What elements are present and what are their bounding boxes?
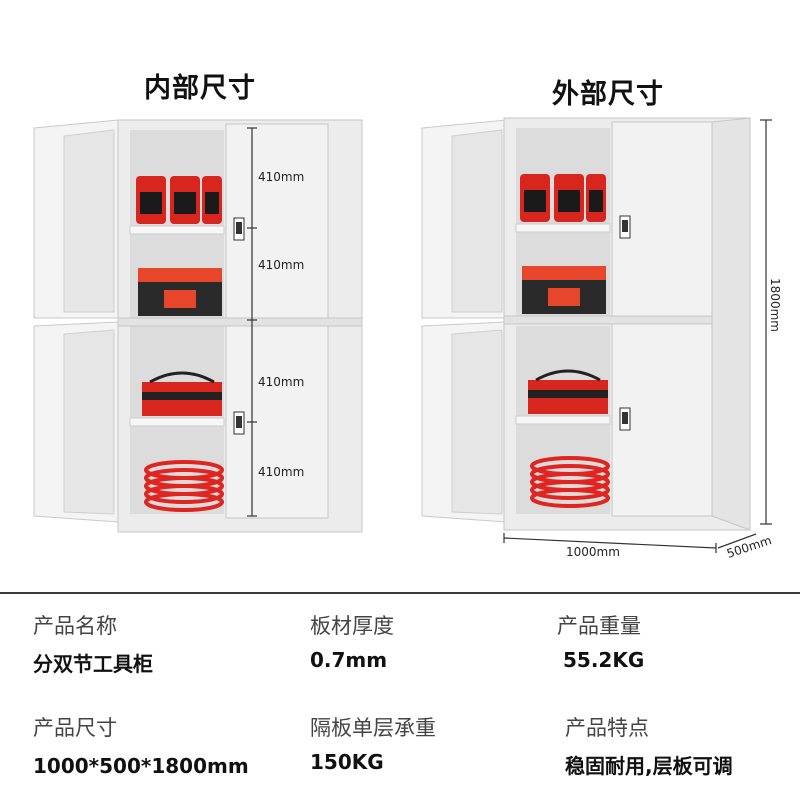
spec-value-thickness: 0.7mm (310, 648, 388, 672)
inner-size-title: 内部尺寸 (144, 73, 256, 104)
spec-value-size: 1000*500*1800mm (33, 754, 249, 778)
spec-value-features: 稳固耐用,层板可调 (565, 754, 733, 778)
inner-dim-bottom-lower: 410mm (258, 465, 305, 479)
inner-cabinet-illustration (33, 117, 772, 553)
inner-dim-bottom-upper: 410mm (258, 375, 305, 389)
left-tool-bag (142, 371, 222, 416)
inner-dim-top-upper: 410mm (258, 170, 305, 184)
spec-label-shelf-load: 隔板单层承重 (310, 716, 436, 740)
spec-label-weight: 产品重量 (557, 614, 641, 638)
right-oil-bottles (520, 174, 606, 222)
left-toolbox (138, 268, 222, 316)
right-air-hose (530, 456, 610, 508)
right-cabinet-open-doors (421, 119, 507, 523)
spec-label-features: 产品特点 (565, 716, 649, 740)
section-divider (0, 592, 800, 594)
spec-label-size: 产品尺寸 (33, 716, 117, 740)
outer-dim-width: 1000mm (566, 545, 620, 559)
spec-value-name: 分双节工具柜 (33, 652, 153, 676)
inner-dimension-lines (247, 127, 257, 517)
left-oil-bottles (136, 176, 222, 224)
left-cabinet-open-doors (33, 119, 119, 523)
spec-label-thickness: 板材厚度 (310, 614, 394, 638)
spec-value-weight: 55.2KG (563, 648, 645, 672)
left-air-hose (144, 460, 224, 512)
outer-dimension-lines (503, 119, 772, 553)
right-tool-bag (528, 369, 608, 414)
inner-dim-top-lower: 410mm (258, 258, 305, 272)
outer-size-title: 外部尺寸 (552, 79, 664, 110)
spec-value-shelf-load: 150KG (310, 750, 384, 774)
right-toolbox (522, 266, 606, 314)
outer-dim-height: 1800mm (767, 278, 782, 332)
spec-label-name: 产品名称 (33, 614, 117, 638)
